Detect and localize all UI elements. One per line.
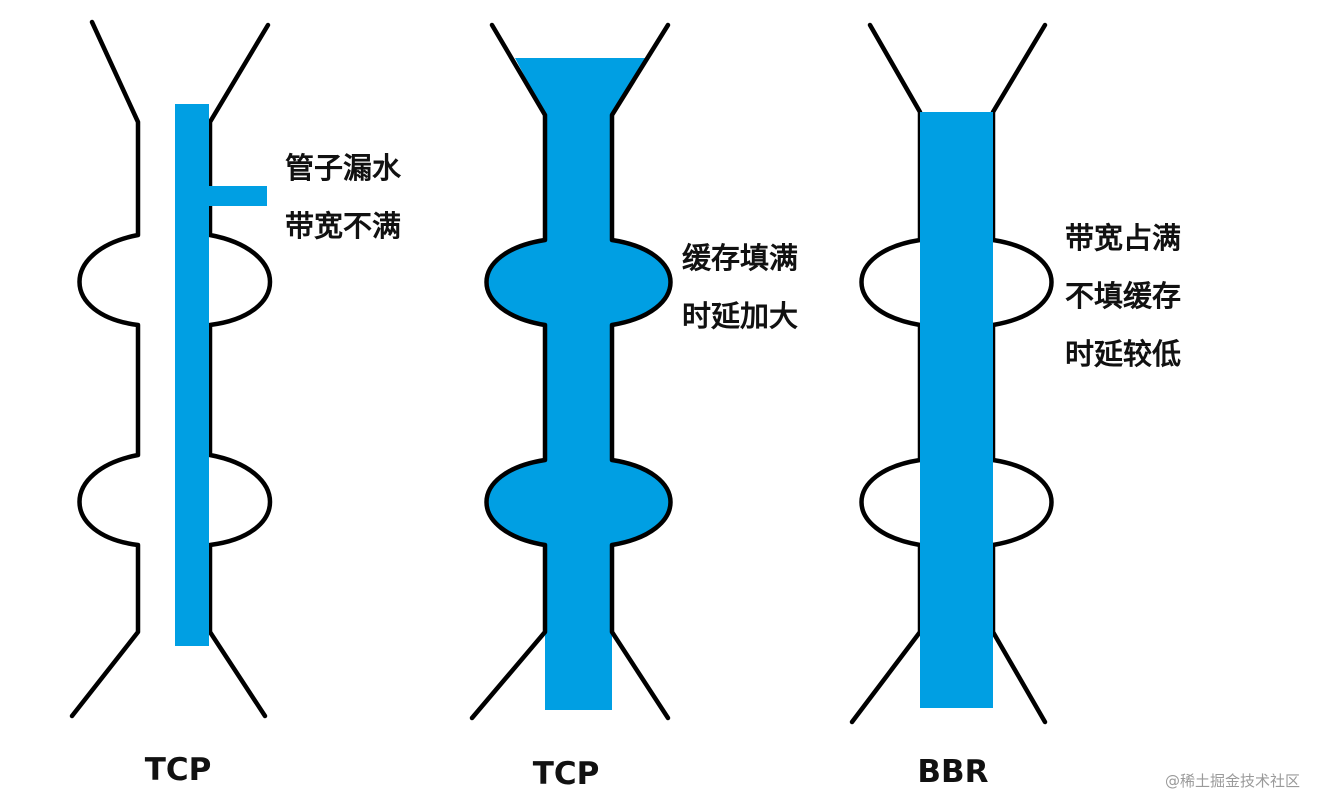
panel-tcp-buffer: 缓存填满 时延加大 TCP	[469, 22, 798, 792]
water-stream-3	[920, 112, 993, 708]
leak-spout	[209, 186, 267, 206]
annotation-latency-low: 时延较低	[1065, 337, 1181, 371]
caption-bbr: BBR	[917, 754, 988, 790]
water-fill-2	[486, 58, 671, 710]
annotation-pipe-leak: 管子漏水	[285, 151, 402, 185]
annotation-no-buffer-fill: 不填缓存	[1065, 279, 1181, 313]
panel-bbr: 带宽占满 不填缓存 时延较低 BBR	[849, 22, 1181, 790]
annotation-latency-up: 时延加大	[682, 299, 798, 333]
annotation-bandwidth-not-full: 带宽不满	[285, 209, 401, 243]
caption-tcp-2: TCP	[533, 756, 600, 792]
annotation-buffer-full: 缓存填满	[682, 241, 798, 275]
annotation-bandwidth-full: 带宽占满	[1065, 221, 1181, 255]
watermark: @稀土掘金技术社区	[1165, 772, 1300, 790]
caption-tcp-1: TCP	[145, 752, 212, 788]
pipe-outline-1	[69, 19, 273, 719]
pipe-outline-2	[469, 22, 673, 721]
panel-tcp-leak: 管子漏水 带宽不满 TCP	[69, 19, 402, 788]
water-stream-1	[175, 104, 209, 646]
